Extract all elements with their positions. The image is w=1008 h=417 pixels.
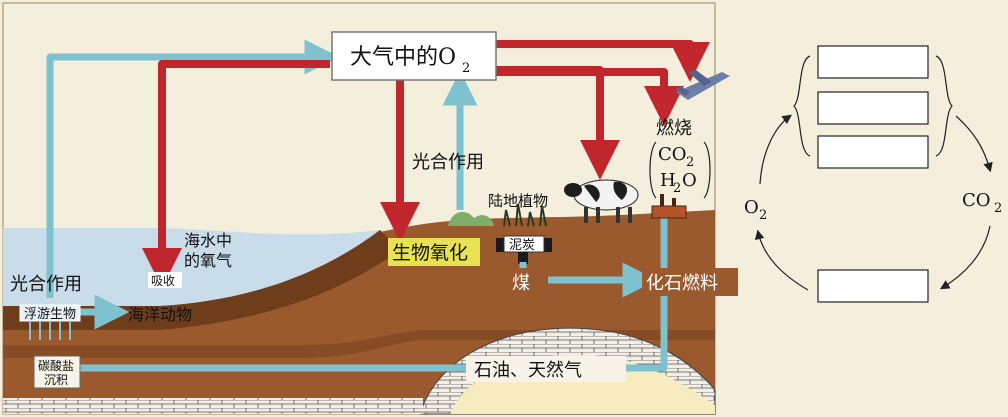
oil-to-fuel [620,350,668,372]
oil-gas-label: 石油、天然气 [474,360,582,381]
bio-oxidation-box [388,238,480,266]
bedrock-strip [3,398,423,414]
airplane-arrow [496,40,710,82]
left-brace [793,55,811,157]
marine-animals-label: 海洋动物 [128,305,192,324]
carbonate-line1: 碳酸盐 [38,358,74,373]
h2o-h: H [660,170,676,191]
sea-absorb-arrow [142,60,330,288]
combustion-label: 燃烧 [656,118,692,139]
co2-to-box-arrow [939,225,991,290]
coal-box [504,268,544,294]
sea-photosynthesis-arrow [46,39,340,298]
co2-sub: 2 [686,155,694,170]
combustion-brackets [649,141,711,199]
seawater-oxygen-line1: 海水中 [184,231,232,250]
carbonate-line2: 沉积 [44,373,68,387]
right-brace [935,55,953,157]
oil-gas-box [466,356,626,382]
plankton-label: 浮游生物 [24,307,76,322]
plankton-box [19,304,81,322]
fossil-fuel-box [642,268,738,296]
answer-box-2 [817,91,929,125]
boxes-to-co2-arrow [955,115,993,173]
absorb-box [148,272,182,288]
answer-box-1 [817,45,929,79]
photosynthesis-land-label: 光合作用 [412,152,484,173]
sea-water [3,228,380,306]
airplane-icon [676,70,730,100]
land-plants-label: 陆地植物 [488,192,548,210]
cow-icon [564,179,639,223]
h2o-o: O [682,170,697,191]
fossil-fuel-label: 化石燃料 [646,273,718,294]
co2-text: CO [658,144,687,165]
o2-to-boxes-arrow [759,114,792,185]
left-diagram: 大气中的O 2 [2,2,738,415]
carbonate-box [33,355,81,389]
box-to-o2-arrow [754,229,809,291]
plankton-drips [29,322,71,340]
cycle-arrows [754,114,993,291]
photosynthesis-sea-label: 光合作用 [10,274,82,295]
peat-label: 泥炭 [509,238,535,253]
answer-box-3 [817,135,929,169]
coal-shaft [518,252,528,264]
combustion-arrow [496,68,684,126]
right-diagram: O 2 CO 2 [744,45,1002,303]
land-plants-icon [448,203,547,227]
o2-cycle-sub: 2 [759,208,767,223]
o2-cycle-label: O [744,197,759,218]
answer-box-bottom [817,269,929,303]
co2-cycle-sub: 2 [994,201,1002,216]
seawater-oxygen-line2: 的氧气 [184,251,232,270]
coal-label: 煤 [512,273,530,294]
atmosphere-box [331,31,497,81]
co2-cycle-label: CO [962,190,991,211]
atmosphere-label: 大气中的O [350,45,456,70]
h2o-sub: 2 [673,181,681,196]
bio-oxidation-label: 生物氧化 [392,242,468,264]
red-arrows [142,40,710,288]
factory-icon [651,194,687,219]
absorb-label: 吸收 [151,274,175,288]
atmosphere-sub: 2 [462,61,470,76]
